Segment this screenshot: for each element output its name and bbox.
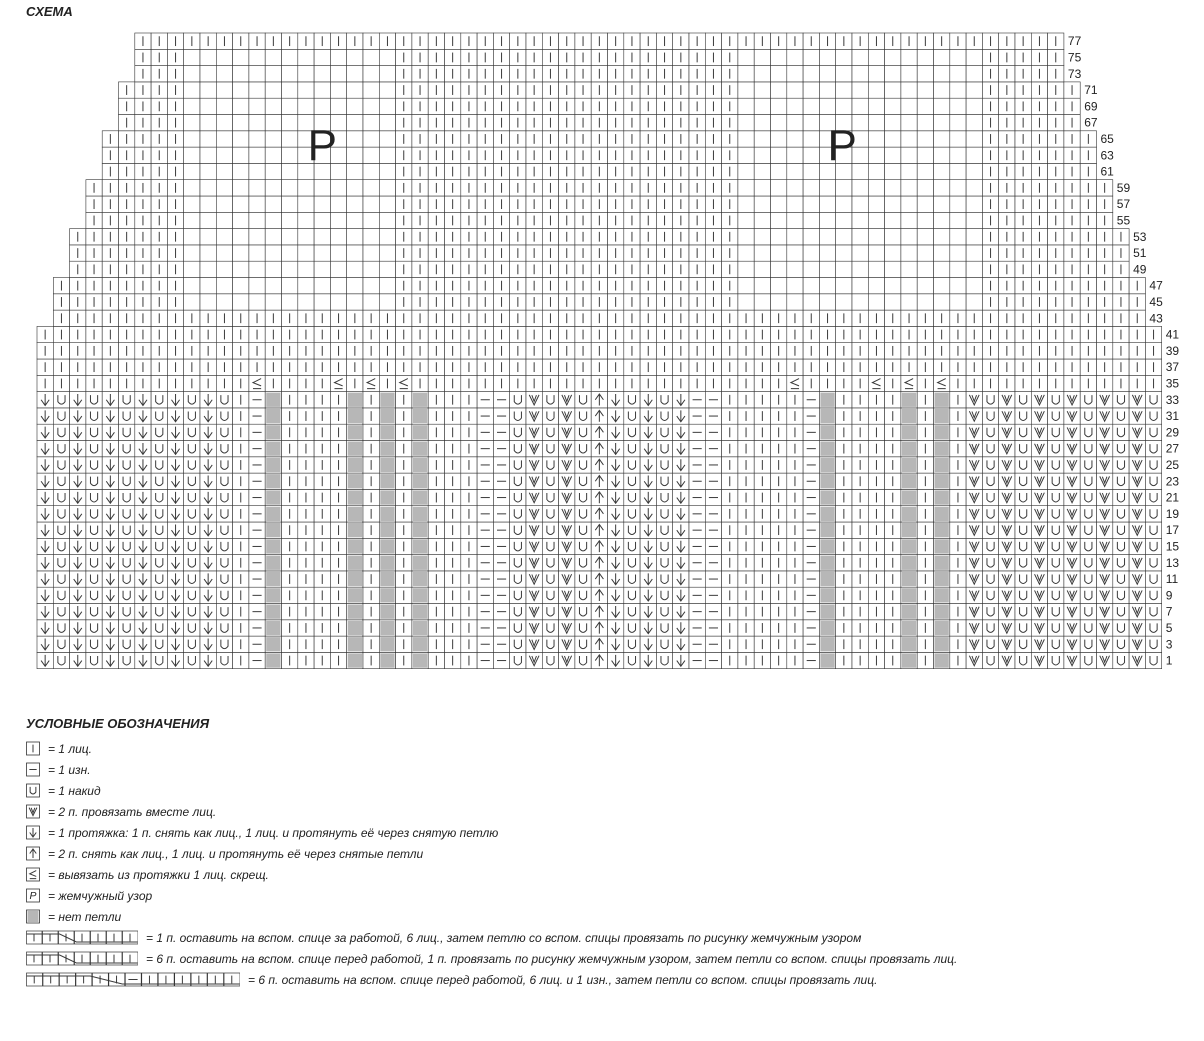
legend-item-label: = 1 изн. bbox=[48, 763, 91, 777]
row-number: 45 bbox=[1149, 295, 1163, 309]
svg-text:P: P bbox=[30, 891, 37, 902]
legend-item: = 1 п. оставить на вспом. спице за работ… bbox=[26, 929, 861, 947]
row-number: 75 bbox=[1068, 51, 1082, 65]
row-number: 31 bbox=[1166, 409, 1180, 423]
legend-item-label: = 1 п. оставить на вспом. спице за работ… bbox=[146, 931, 862, 945]
legend-item-label: = 2 п. провязать вместе лиц. bbox=[48, 805, 217, 819]
row-number: 1 bbox=[1166, 654, 1173, 668]
row-number: 43 bbox=[1149, 311, 1163, 325]
legend-title: УСЛОВНЫЕ ОБОЗНАЧЕНИЯ bbox=[26, 716, 210, 731]
row-number: 3 bbox=[1166, 637, 1173, 651]
row-number: 7 bbox=[1166, 605, 1173, 619]
cross-icon bbox=[26, 867, 40, 882]
double-slip-icon bbox=[26, 846, 40, 861]
legend-item-label: = 6 п. оставить на вспом. спице перед ра… bbox=[248, 973, 878, 987]
row-number: 69 bbox=[1084, 99, 1098, 113]
legend-item-label: = 1 накид bbox=[48, 784, 101, 798]
row-number: 35 bbox=[1166, 377, 1180, 391]
row-number: 55 bbox=[1117, 214, 1131, 228]
pearl-pattern-icon: P bbox=[26, 888, 40, 903]
row-number: 39 bbox=[1166, 344, 1180, 358]
knit-icon bbox=[26, 741, 40, 756]
row-number: 21 bbox=[1166, 491, 1180, 505]
no-stitch-icon bbox=[26, 909, 40, 924]
chart-cells bbox=[36, 32, 1163, 670]
row-number: 15 bbox=[1166, 540, 1180, 554]
row-number: 9 bbox=[1166, 588, 1173, 602]
legend-item: = 2 п. провязать вместе лиц. bbox=[26, 803, 216, 821]
legend-item: = 6 п. оставить на вспом. спице перед ра… bbox=[26, 971, 877, 989]
row-number: 47 bbox=[1149, 279, 1163, 293]
purl-icon bbox=[26, 762, 40, 777]
row-number: 27 bbox=[1166, 442, 1180, 456]
legend-item: = 6 п. оставить на вспом. спице перед ра… bbox=[26, 950, 957, 968]
row-number: 71 bbox=[1084, 83, 1098, 97]
row-number: 61 bbox=[1101, 165, 1115, 179]
row-number: 51 bbox=[1133, 246, 1147, 260]
row-number: 73 bbox=[1068, 67, 1082, 81]
slip-knit-pass-icon bbox=[26, 825, 40, 840]
cable-2-icon bbox=[26, 951, 138, 966]
pearl-region-label: P bbox=[828, 121, 857, 170]
legend-item: = 2 п. снять как лиц., 1 лиц. и протянут… bbox=[26, 845, 423, 863]
row-number: 33 bbox=[1166, 393, 1180, 407]
row-number: 37 bbox=[1166, 360, 1180, 374]
cable-3-icon bbox=[26, 972, 240, 987]
row-number: 17 bbox=[1166, 523, 1180, 537]
row-number: 29 bbox=[1166, 425, 1180, 439]
row-number: 41 bbox=[1166, 328, 1180, 342]
row-number: 11 bbox=[1166, 572, 1179, 586]
cable-1-icon bbox=[26, 930, 138, 945]
legend-item: = нет петли bbox=[26, 908, 121, 926]
row-number: 67 bbox=[1084, 116, 1098, 130]
row-number: 57 bbox=[1117, 197, 1131, 211]
pearl-region-label: P bbox=[308, 121, 337, 170]
legend-item: = 1 протяжка: 1 п. снять как лиц., 1 лиц… bbox=[26, 824, 498, 842]
legend-item-label: = 1 лиц. bbox=[48, 742, 92, 756]
legend-item: = 1 изн. bbox=[26, 761, 91, 779]
row-number: 63 bbox=[1101, 148, 1115, 162]
row-number: 77 bbox=[1068, 34, 1082, 48]
row-number: 59 bbox=[1117, 181, 1131, 195]
row-numbers: 7775737169676563615957555351494745434139… bbox=[1068, 34, 1179, 667]
legend-item-label: = жемчужный узор bbox=[48, 889, 153, 903]
k2tog-icon bbox=[26, 804, 40, 819]
row-number: 49 bbox=[1133, 262, 1147, 276]
row-number: 25 bbox=[1166, 458, 1180, 472]
row-number: 13 bbox=[1166, 556, 1180, 570]
row-number: 23 bbox=[1166, 474, 1180, 488]
chart-title: СХЕМА bbox=[26, 4, 73, 19]
legend-item-label: = 2 п. снять как лиц., 1 лиц. и протянут… bbox=[48, 847, 424, 861]
legend-item-label: = 1 протяжка: 1 п. снять как лиц., 1 лиц… bbox=[48, 826, 499, 840]
row-number: 53 bbox=[1133, 230, 1147, 244]
legend-item: = 1 накид bbox=[26, 782, 101, 800]
legend-item-label: = 6 п. оставить на вспом. спице перед ра… bbox=[146, 952, 958, 966]
legend-item: P = жемчужный узор bbox=[26, 887, 152, 905]
row-number: 5 bbox=[1166, 621, 1173, 635]
yarn-over-icon bbox=[26, 783, 40, 798]
legend-item-label: = нет петли bbox=[48, 910, 122, 924]
legend-item: = вывязать из протяжки 1 лиц. скрещ. bbox=[26, 866, 269, 884]
legend-item: = 1 лиц. bbox=[26, 740, 92, 758]
legend-item-label: = вывязать из протяжки 1 лиц. скрещ. bbox=[48, 868, 269, 882]
row-number: 65 bbox=[1101, 132, 1115, 146]
row-number: 19 bbox=[1166, 507, 1180, 521]
